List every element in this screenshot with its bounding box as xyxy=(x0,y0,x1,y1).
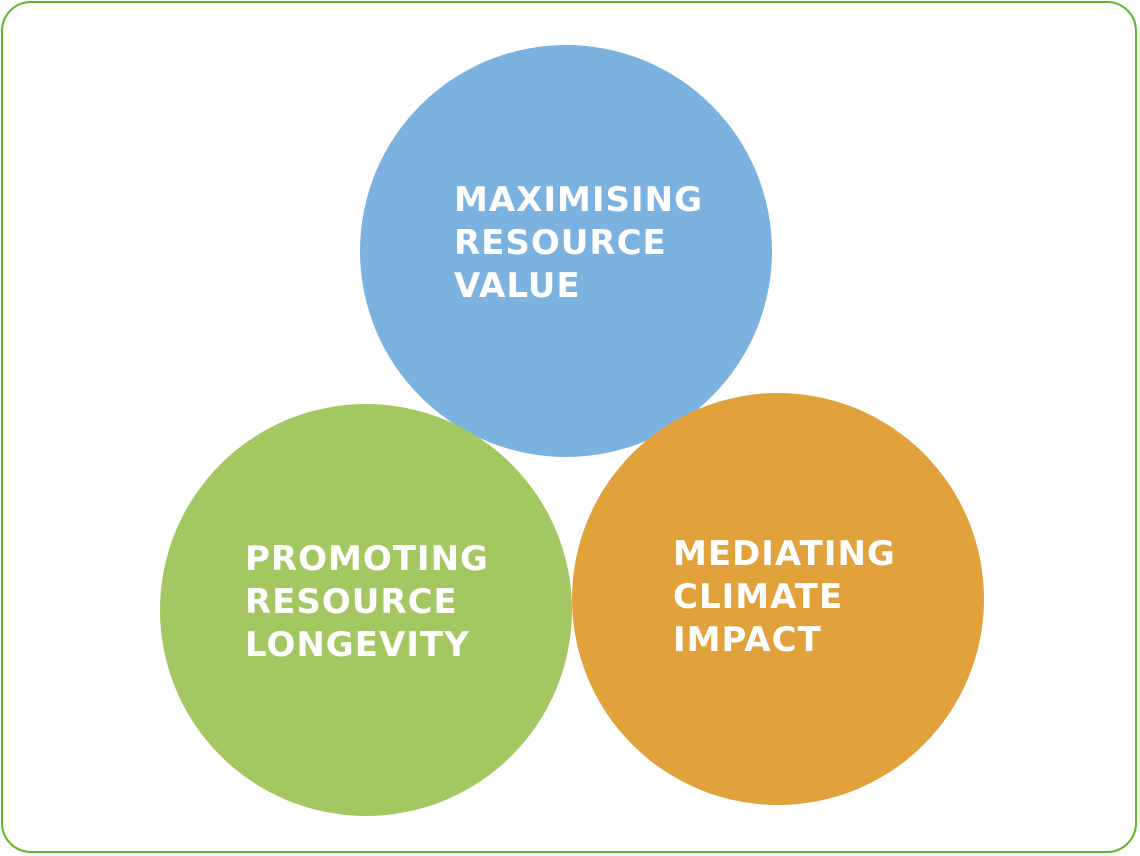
circle-label: MAXIMISING RESOURCE VALUE xyxy=(454,179,703,308)
circle-promoting-resource-longevity: PROMOTING RESOURCE LONGEVITY xyxy=(160,404,572,816)
label-line: VALUE xyxy=(454,266,581,306)
label-line: PROMOTING xyxy=(245,539,489,579)
label-line: MEDIATING xyxy=(673,534,896,574)
label-line: IMPACT xyxy=(673,620,822,660)
label-line: RESOURCE xyxy=(245,582,458,622)
circle-label: MEDIATING CLIMATE IMPACT xyxy=(673,533,896,662)
label-line: RESOURCE xyxy=(454,223,667,263)
circle-label: PROMOTING RESOURCE LONGEVITY xyxy=(245,538,489,667)
label-line: CLIMATE xyxy=(673,577,844,617)
label-line: LONGEVITY xyxy=(245,625,470,665)
label-line: MAXIMISING xyxy=(454,180,703,220)
circle-mediating-climate-impact: MEDIATING CLIMATE IMPACT xyxy=(572,393,984,805)
circle-maximising-resource-value: MAXIMISING RESOURCE VALUE xyxy=(360,45,772,457)
